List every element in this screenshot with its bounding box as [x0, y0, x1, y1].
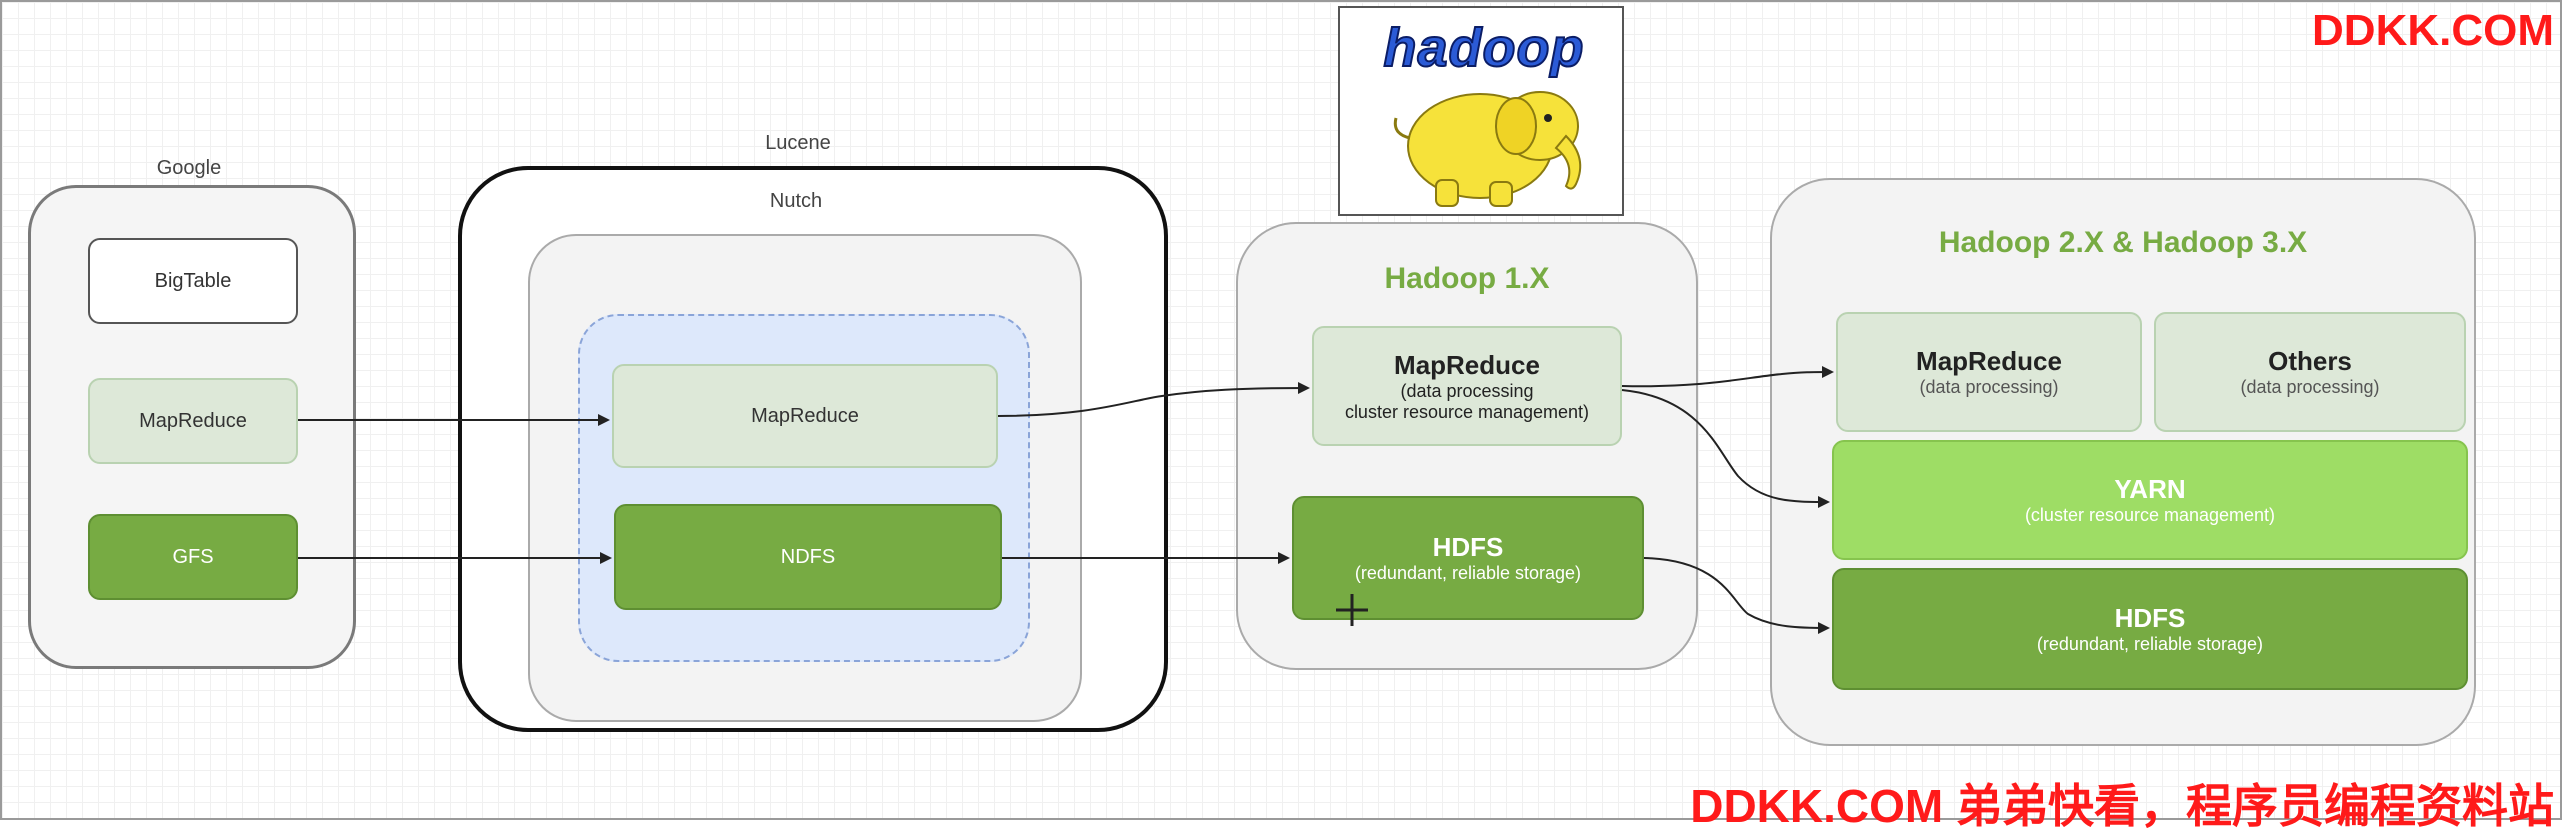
hadoop-elephant-icon: hadoop [1383, 17, 1585, 207]
google-mapreduce-node: MapReduce [88, 378, 298, 464]
hadoop1-mapreduce-title: MapReduce [1394, 349, 1540, 380]
hadoop23-others-sub: (data processing) [2240, 377, 2380, 397]
nutch-mapreduce-label: MapReduce [751, 404, 859, 427]
ndfs-label: NDFS [780, 545, 836, 568]
hadoop23-mapreduce-sub: (data processing) [1919, 377, 2059, 397]
nutch-mapreduce-node: MapReduce [612, 364, 998, 468]
watermark-top-right: DDKK.COM [2312, 6, 2554, 55]
lucene-group-label: Lucene [765, 132, 831, 154]
yarn-title: YARN [2114, 474, 2186, 504]
hadoop1-title: Hadoop 1.X [1384, 262, 1550, 295]
hadoop-logo: hadoop [1338, 6, 1624, 216]
hadoop23-hdfs-node: HDFS (redundant, reliable storage) [1832, 568, 2468, 690]
ndfs-node: NDFS [614, 504, 1002, 610]
bigtable-label: BigTable [154, 269, 232, 292]
hadoop23-mapreduce-title: MapReduce [1916, 346, 2062, 376]
hadoop23-others-title: Others [2268, 346, 2352, 376]
hadoop23-mapreduce-node: MapReduce (data processing) [1836, 312, 2142, 432]
yarn-sub: (cluster resource management) [2024, 505, 2276, 525]
nutch-group-label: Nutch [769, 190, 823, 212]
hadoop23-title: Hadoop 2.X & Hadoop 3.X [1938, 226, 2308, 259]
gfs-node: GFS [88, 514, 298, 600]
hadoop1-mapreduce-line1: (data processing [1400, 380, 1534, 401]
hadoop-logo-text: hadoop [1384, 18, 1585, 78]
watermark-bottom: DDKK.COM 弟弟快看，程序员编程资料站 [1690, 780, 2554, 832]
hadoop1-hdfs-sub: (redundant, reliable storage) [1354, 563, 1582, 583]
cursor-crosshair-icon [1336, 594, 1368, 626]
hadoop23-hdfs-sub: (redundant, reliable storage) [2036, 634, 2264, 654]
hadoop1-mapreduce-node: MapReduce (data processing cluster resou… [1312, 326, 1622, 446]
google-group-label: Google [156, 157, 222, 179]
yarn-node: YARN (cluster resource management) [1832, 440, 2468, 560]
google-mapreduce-label: MapReduce [139, 409, 247, 432]
bigtable-node: BigTable [88, 238, 298, 324]
hadoop1-hdfs-title: HDFS [1432, 532, 1504, 562]
hadoop23-others-node: Others (data processing) [2154, 312, 2466, 432]
hadoop23-hdfs-title: HDFS [2114, 603, 2186, 633]
gfs-label: GFS [172, 545, 214, 568]
hadoop1-mapreduce-line2: cluster resource management) [1344, 401, 1590, 422]
